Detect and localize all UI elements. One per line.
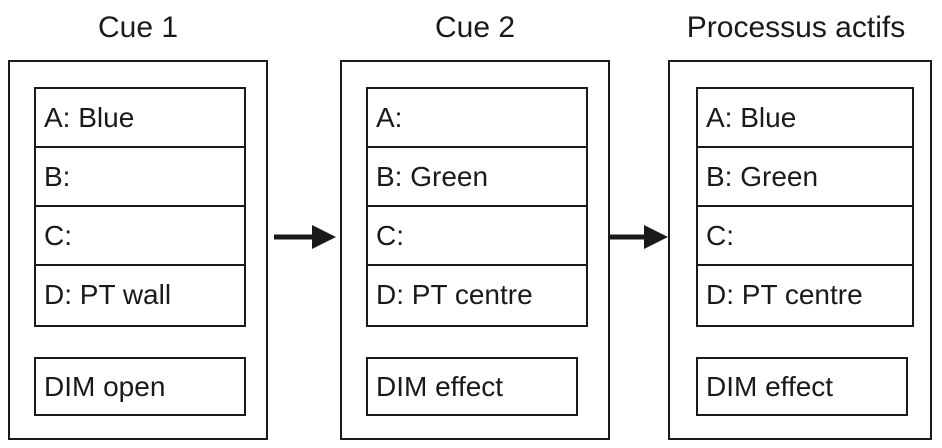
cue-1-dim-box: DIM open — [34, 357, 246, 416]
active-processes-slots: A: Blue B: Green C: D: PT centre — [696, 87, 914, 327]
cue-1-slot-b: B: — [36, 148, 244, 207]
cue-1-title: Cue 1 — [97, 11, 179, 44]
active-processes-slot-d: D: PT centre — [706, 279, 863, 310]
cue-2-title: Cue 2 — [434, 11, 516, 44]
arrow-right-icon — [610, 225, 668, 249]
cue-2-slot-d: D: PT centre — [376, 279, 533, 310]
cue-2-slot-c: C: — [368, 207, 586, 266]
cue-1-slots: A: Blue B: C: D: PT wall — [34, 87, 246, 327]
active-processes-slot-b: B: Green — [698, 148, 912, 207]
cue-2-slot-a: A: — [368, 89, 586, 148]
active-processes-dim-box: DIM effect — [696, 357, 908, 416]
cue-2-dim-box: DIM effect — [366, 357, 578, 416]
cue-1-slot-a: A: Blue — [36, 89, 244, 148]
cue-2-panel: A: B: Green C: D: PT centre DIM effect — [340, 60, 610, 440]
active-processes-slot-a: A: Blue — [698, 89, 912, 148]
active-processes-panel: A: Blue B: Green C: D: PT centre DIM eff… — [668, 60, 932, 440]
cue-1-panel: A: Blue B: C: D: PT wall DIM open — [8, 60, 268, 440]
cue-2-slot-b: B: Green — [368, 148, 586, 207]
cue-2-slots: A: B: Green C: D: PT centre — [366, 87, 588, 327]
arrow-right-icon — [274, 225, 336, 249]
cue-1-slot-c: C: — [36, 207, 244, 266]
cue-1-slot-d: D: PT wall — [44, 279, 172, 310]
active-processes-title: Processus actifs — [686, 11, 906, 44]
active-processes-slot-c: C: — [698, 207, 912, 266]
